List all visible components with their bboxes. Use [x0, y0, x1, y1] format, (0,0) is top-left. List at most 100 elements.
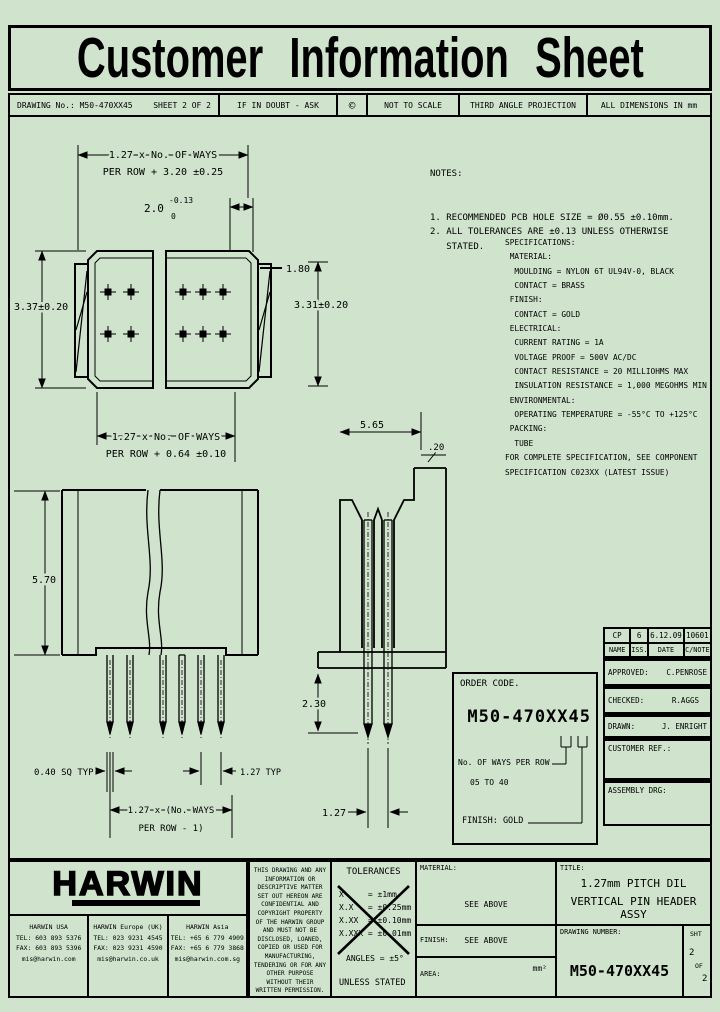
customer-ref-label: CUSTOMER REF.: — [608, 744, 672, 753]
svg-text:1.80: 1.80 — [286, 264, 310, 275]
svg-text:PER ROW + 3.20 ±0.25: PER ROW + 3.20 ±0.25 — [103, 167, 223, 178]
sheet-total: 2 — [702, 974, 708, 984]
svg-text:1.27 x (No. WAYS: 1.27 x (No. WAYS — [128, 806, 215, 816]
office-fax: FAX: +65 6 779 3868 — [170, 944, 244, 952]
footer-company-block: HARWIN HARWIN USA TEL: 603 893 5376 FAX:… — [8, 860, 248, 998]
drawing-number-cell: DRAWING NUMBER: M50-470XX45 — [555, 924, 684, 998]
customer-ref-row: CUSTOMER REF.: — [603, 736, 712, 780]
office-name: HARWIN USA — [29, 923, 68, 931]
front-view-pins — [106, 654, 225, 740]
harwin-logo-icon: HARWIN — [52, 864, 203, 906]
rev-name-header: NAME — [605, 644, 632, 656]
office-fax: FAX: 023 9231 4590 — [93, 944, 163, 952]
area-cell: AREA: mm² — [415, 956, 557, 998]
title-banner: Customer Information Sheet — [8, 25, 712, 91]
tolerances-cross-out — [337, 885, 410, 955]
material-cell: MATERIAL: SEE ABOVE — [415, 860, 557, 926]
drawn-row: DRAWN: J. ENRIGHT — [603, 712, 712, 738]
finish-label: FINISH: — [420, 936, 449, 944]
material-value: SEE ABOVE — [464, 900, 508, 909]
section-view-drawing — [317, 454, 447, 669]
tolerances-heading: TOLERANCES — [346, 867, 401, 877]
svg-text:2.0: 2.0 — [144, 202, 164, 215]
checked-value: R.AGGS — [671, 696, 699, 705]
revision-table: CP 6 6.12.09 10601 NAME ISS. DATE C/NOTE… — [603, 627, 712, 826]
drawing-number-label: DRAWING NUMBER: — [560, 928, 622, 936]
sheet-number: 2 — [689, 948, 695, 958]
disclaimer-text: THIS DRAWING AND ANY INFORMATION OR DESC… — [253, 867, 327, 995]
notes-lines: 1. RECOMMENDED PCB HOLE SIZE = Ø0.55 ±0.… — [430, 212, 674, 252]
top-view-dim-labels: 1.27 x No. OF WAYS PER ROW + 3.20 ±0.25 … — [12, 148, 351, 463]
office-name: HARWIN Asia — [186, 923, 229, 931]
office-tel: TEL: 023 9231 4545 — [93, 933, 163, 942]
approved-row: APPROVED: C.PENROSE — [603, 656, 712, 686]
drawn-value: J. ENRIGHT — [661, 722, 707, 731]
svg-text:1.27: 1.27 — [322, 808, 346, 819]
office-europe: HARWIN Europe (UK) TEL: 023 9231 4545 FA… — [89, 914, 169, 998]
front-pin — [106, 654, 225, 740]
section-view-dim-labels: 5.65 .20 2.30 1.27 — [300, 418, 447, 822]
svg-text:5.70: 5.70 — [32, 575, 56, 586]
front-view-drawing — [61, 489, 259, 656]
svg-text:3.37±0.20: 3.37±0.20 — [14, 302, 68, 313]
sheet-of: OF — [695, 962, 703, 970]
checked-label: CHECKED: — [608, 696, 645, 705]
svg-text:.20: .20 — [428, 443, 444, 453]
svg-text:-0.13: -0.13 — [169, 196, 193, 205]
finish-value: SEE ABOVE — [464, 936, 508, 945]
office-fax: FAX: 603 893 5396 — [15, 944, 82, 952]
header-doubt: IF IN DOUBT - ASK — [220, 95, 338, 115]
rev-date-header: DATE — [649, 644, 685, 656]
tolerances-box: TOLERANCES X = ±1mm X.X = ±0.25mm X.XX =… — [330, 860, 417, 998]
assembly-drg-row: ASSEMBLY DRG: — [603, 778, 712, 826]
rev-name: CP — [605, 629, 632, 642]
order-code-callout-lines — [528, 736, 588, 824]
harwin-logo-area: HARWIN — [10, 862, 246, 916]
title-cell: TITLE: 1.27mm PITCH DIL VERTICAL PIN HEA… — [555, 860, 712, 926]
header-drawing-cell: DRAWING No.: M50-470XX45 SHEET 2 OF 2 — [10, 95, 220, 115]
title-label: TITLE: — [560, 864, 585, 872]
order-code-finish: FINISH: GOLD — [462, 816, 524, 826]
section-view-dimensions — [308, 412, 437, 828]
svg-text:1.27 x No. OF WAYS: 1.27 x No. OF WAYS — [112, 432, 220, 443]
svg-text:PER ROW + 0.64 ±0.10: PER ROW + 0.64 ±0.10 — [106, 449, 226, 460]
svg-text:3.31±0.20: 3.31±0.20 — [294, 300, 348, 311]
office-email: mis@harwin.co.uk — [97, 954, 159, 963]
material-label: MATERIAL: — [420, 864, 457, 872]
office-usa: HARWIN USA TEL: 603 893 5376 FAX: 603 89… — [10, 914, 90, 998]
header-strip: DRAWING No.: M50-470XX45 SHEET 2 OF 2 IF… — [8, 93, 712, 117]
svg-text:1.27 TYP: 1.27 TYP — [240, 768, 281, 778]
approved-value: C.PENROSE — [666, 668, 707, 677]
drawn-label: DRAWN: — [608, 722, 636, 731]
area-label: AREA: — [420, 970, 441, 978]
tolerances-angles: ANGLES = ±5° — [346, 954, 404, 963]
approved-label: APPROVED: — [608, 668, 649, 677]
top-view-dimensions — [35, 145, 328, 462]
finish-cell: FINISH: SEE ABOVE — [415, 924, 557, 958]
order-code-box: ORDER CODE. M50-470XX45 No. OF WAYS PER … — [452, 672, 598, 845]
office-tel: TEL: 603 893 5376 — [15, 933, 82, 942]
office-email: mis@harwin.com — [21, 954, 76, 963]
copyright-icon: © — [338, 95, 368, 115]
header-units: ALL DIMENSIONS IN mm — [600, 100, 698, 110]
technical-drawing-svg: 1.27 x No. OF WAYS PER ROW + 3.20 ±0.25 … — [12, 145, 447, 838]
header-drawing-no: DRAWING No.: M50-470XX45 — [17, 100, 133, 110]
office-tel: TEL: +65 6 779 4909 — [170, 933, 244, 942]
harwin-logo-text: HARWIN — [52, 865, 203, 903]
rev-issue: 6 — [631, 629, 650, 642]
rev-cnote: 10601 — [686, 631, 709, 640]
checked-row: CHECKED: R.AGGS — [603, 684, 712, 714]
rev-date: 6.12.09 — [649, 629, 685, 642]
header-sheet: SHEET 2 OF 2 — [153, 100, 211, 110]
sheet-label: SHT — [690, 930, 702, 938]
svg-text:0: 0 — [171, 212, 176, 221]
part-title-line2: VERTICAL PIN HEADER ASSY — [570, 895, 697, 921]
rev-issue-header: ISS. — [631, 644, 650, 656]
order-code-heading: ORDER CODE. — [460, 679, 520, 689]
notes-block: NOTES: 1. RECOMMENDED PCB HOLE SIZE = Ø0… — [430, 138, 708, 283]
order-code-ways-label: No. OF WAYS PER ROW — [458, 758, 550, 767]
disclaimer-box: THIS DRAWING AND ANY INFORMATION OR DESC… — [248, 860, 332, 998]
rev-cnote-header: C/NOTE — [685, 646, 710, 654]
front-view-dim-labels: 5.70 0.40 SQ TYP 1.27 TYP 1.27 x (No. WA… — [30, 573, 284, 837]
